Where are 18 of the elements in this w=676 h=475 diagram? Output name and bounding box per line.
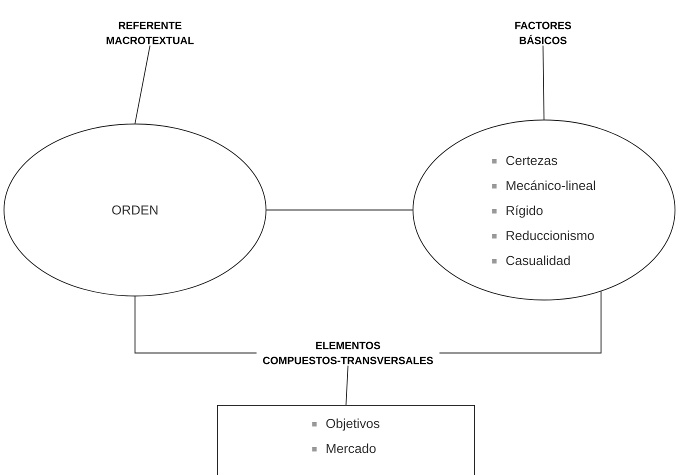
heading-text: ELEMENTOS COMPUESTOS-TRANSVERSALES — [263, 342, 433, 364]
bullet-item: Objetivos — [312, 418, 380, 431]
connector-line — [134, 296, 257, 354]
bullet-item: Mercado — [312, 444, 376, 454]
list-box — [217, 405, 475, 475]
heading-text: FACTORES BÁSICOS — [515, 22, 572, 44]
connector-line — [346, 365, 348, 406]
ellipse-node — [412, 120, 676, 300]
ellipse-node: ORDEN — [4, 124, 266, 296]
connector-line — [134, 45, 150, 124]
bullet-item: Certezas — [492, 156, 558, 166]
bullet-item: Mecánico-lineal — [492, 180, 596, 190]
heading-text: REFERENTE MACROTEXTUAL — [106, 22, 194, 44]
connector-line — [439, 291, 602, 354]
bullet-item: Reduccionismo — [492, 230, 594, 240]
bullet-item: Rígido — [492, 205, 543, 218]
bullet-item: Casualidad — [492, 256, 570, 266]
connector-line — [542, 45, 544, 120]
